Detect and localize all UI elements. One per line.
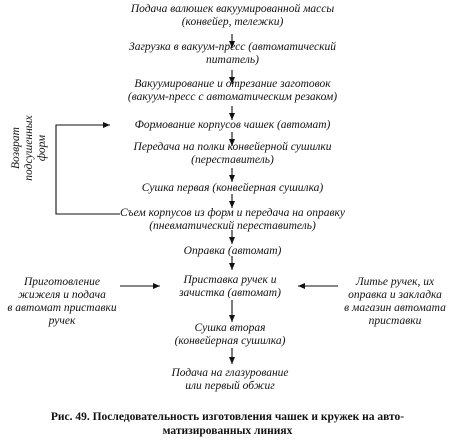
- return-forms-line-1: Возврат: [10, 127, 22, 169]
- step-8-line-1: Оправка (автомат): [183, 245, 282, 257]
- step-7: Съем корпусов из форм и передача на опра…: [100, 207, 365, 233]
- step-9-line-1: Приставка ручек и: [183, 274, 277, 286]
- step-11-line-1: Подача на глазурование: [171, 367, 289, 379]
- step-10: Сушка вторая (конвейерная сушилка): [160, 322, 300, 348]
- step-1-line-1: Подача валюшек вакуумированной массы: [130, 3, 335, 15]
- return-forms-line-3: форм: [36, 134, 48, 162]
- step-5-line-2: (переставитель): [191, 154, 274, 166]
- step-3: Вакуумирование и отрезание заготовок (ва…: [100, 78, 365, 104]
- side-left-input: Приготовление жижеля и подача в автомат …: [6, 276, 118, 328]
- step-1: Подача валюшек вакуумированной массы (ко…: [100, 3, 365, 29]
- step-6: Сушка первая (конвейерная сушилка): [100, 182, 365, 195]
- step-1-line-2: (конвейер, тележки): [181, 16, 284, 28]
- step-7-line-2: (пневматический переставитель): [149, 220, 316, 232]
- step-11-line-2: или первый обжиг: [185, 380, 275, 392]
- caption-line-1: Рис. 49. Последовательность изготовления…: [50, 411, 405, 423]
- step-2: Загрузка в вакуум-пресс (автоматический …: [100, 41, 365, 67]
- step-3-line-2: (вакуум-пресс с автоматическим резаком): [127, 91, 338, 103]
- caption-line-2: матизированных линиях: [162, 425, 293, 437]
- step-7-line-1: Съем корпусов из форм и передача на опра…: [119, 207, 346, 219]
- side-right-line-3: в магазин автомата: [344, 302, 446, 314]
- side-left-line-1: Приготовление: [23, 276, 101, 288]
- step-6-line-1: Сушка первая (конвейерная сушилка): [141, 182, 324, 194]
- side-right-line-4: приставки: [368, 315, 422, 327]
- return-forms-label: Возврат подсушенных форм: [10, 98, 49, 198]
- step-5: Передача на полки конвейерной сушилки (п…: [100, 141, 365, 167]
- step-9-line-2: зачистка (автомат): [179, 287, 281, 299]
- step-8: Оправка (автомат): [100, 245, 365, 258]
- step-11: Подача на глазурование или первый обжиг: [150, 367, 310, 393]
- step-10-line-1: Сушка вторая: [194, 322, 266, 334]
- step-10-line-2: (конвейерная сушилка): [174, 335, 286, 347]
- side-left-line-3: в автомат приставки: [7, 302, 117, 314]
- step-9: Приставка ручек и зачистка (автомат): [160, 274, 300, 300]
- side-right-input: Литье ручек, их оправка и закладка в маг…: [338, 276, 452, 328]
- step-4-line-1: Формование корпусов чашек (автомат): [134, 119, 331, 131]
- side-right-line-2: оправка и закладка: [348, 289, 442, 301]
- step-4: Формование корпусов чашек (автомат): [100, 119, 365, 132]
- step-5-line-1: Передача на полки конвейерной сушилки: [133, 141, 332, 153]
- step-2-line-1: Загрузка в вакуум-пресс (автоматический: [129, 41, 336, 53]
- step-3-line-1: Вакуумирование и отрезание заготовок: [134, 78, 331, 90]
- return-forms-loop: [55, 122, 120, 215]
- figure-caption: Рис. 49. Последовательность изготовления…: [5, 410, 450, 438]
- side-left-line-2: жижеля и подача: [18, 289, 106, 301]
- side-right-line-1: Литье ручек, их: [355, 276, 435, 288]
- step-2-line-2: питатель): [206, 54, 259, 66]
- side-left-line-4: ручек: [48, 315, 76, 327]
- return-forms-line-2: подсушенных: [23, 115, 35, 181]
